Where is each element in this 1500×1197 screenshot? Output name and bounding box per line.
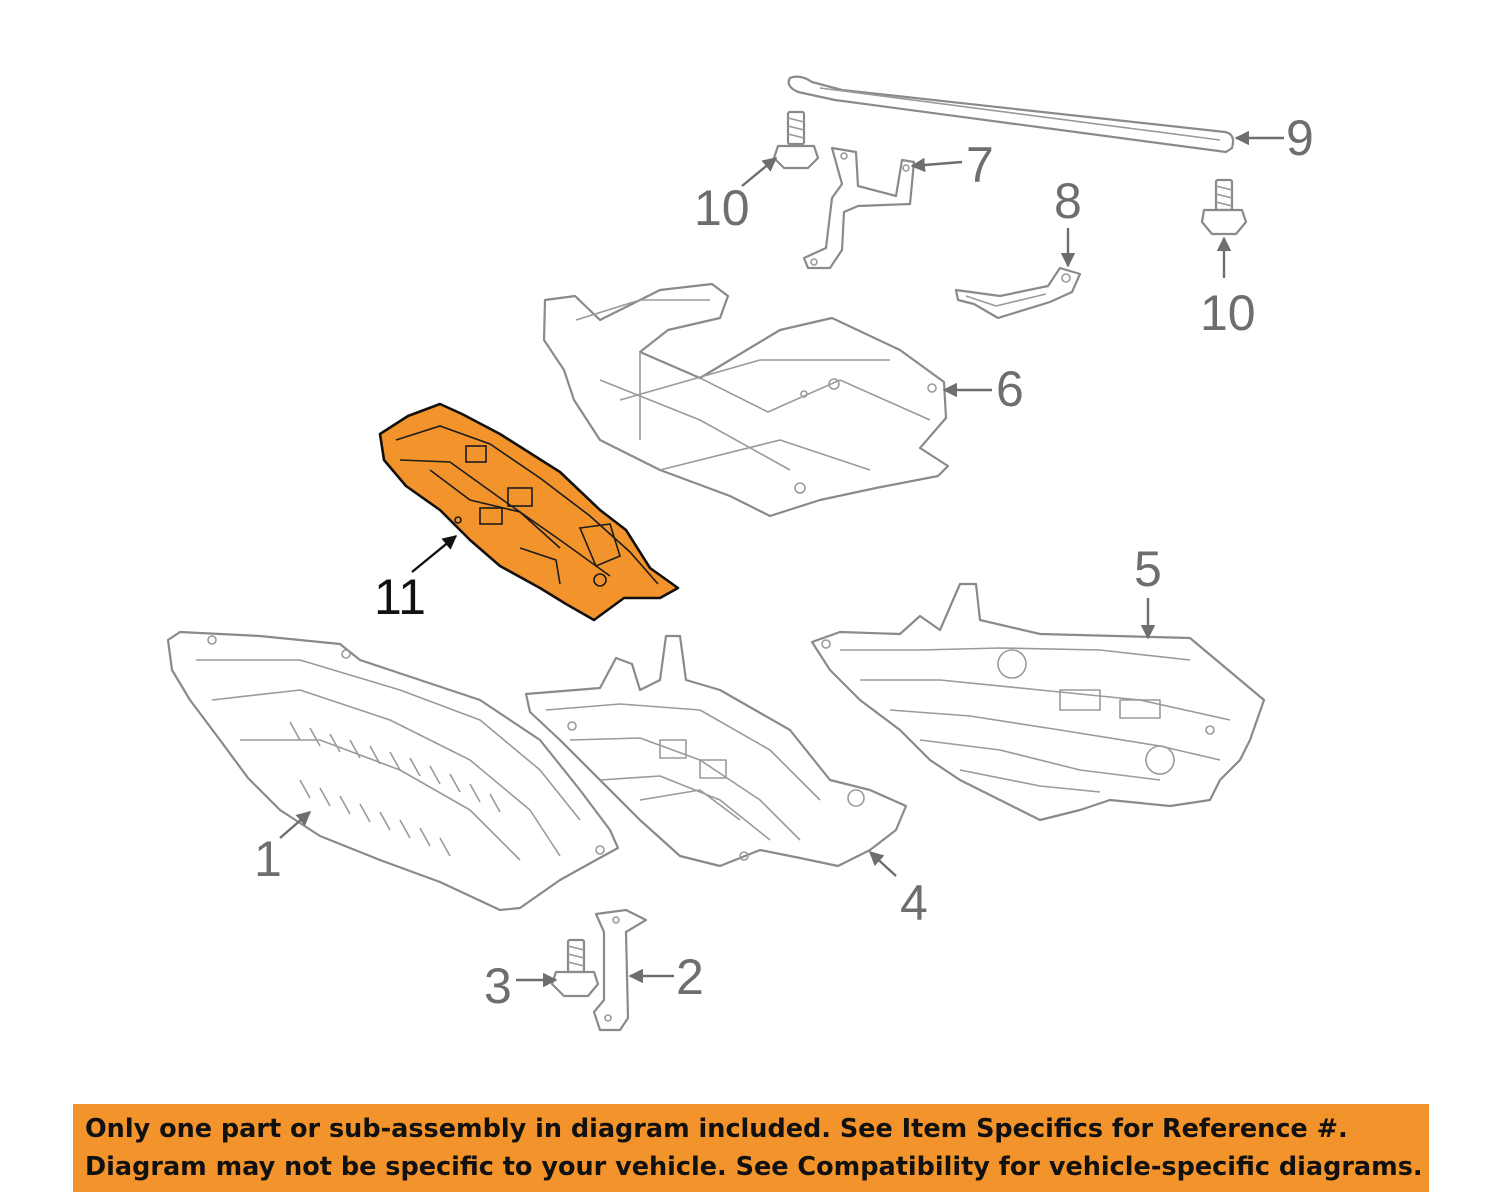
callout-2: 2 bbox=[676, 949, 704, 1005]
callout-1: 1 bbox=[254, 831, 282, 887]
callout-6: 6 bbox=[996, 361, 1024, 417]
part-3-bolt bbox=[550, 938, 600, 998]
part-7-bracket bbox=[802, 146, 916, 270]
disclaimer-line-2: Diagram may not be specific to your vehi… bbox=[85, 1152, 1423, 1182]
part-9-cross-brace bbox=[787, 75, 1235, 154]
part-2-bracket bbox=[592, 908, 648, 1032]
callout-8: 8 bbox=[1054, 173, 1082, 229]
disclaimer-line-1: Only one part or sub-assembly in diagram… bbox=[85, 1114, 1348, 1144]
part-10-bolt-right bbox=[1200, 178, 1248, 236]
callout-11: 11 bbox=[374, 569, 426, 625]
exploded-parts-diagram: 9 7 10 8 10 6 5 11 1 4 2 3 bbox=[166, 75, 1314, 1032]
part-10-bolt-left bbox=[772, 110, 820, 170]
leader-lines bbox=[279, 130, 1284, 988]
callout-7: 7 bbox=[966, 137, 994, 193]
callout-numbers: 9 7 10 8 10 6 5 11 1 4 2 3 bbox=[254, 110, 1314, 1014]
part-5-rear-shield bbox=[810, 582, 1266, 822]
part-6-engine-shield bbox=[542, 282, 950, 518]
callout-5: 5 bbox=[1134, 541, 1162, 597]
callout-4: 4 bbox=[900, 875, 928, 931]
callout-10-left: 10 bbox=[694, 180, 750, 236]
part-11-highlighted-shield bbox=[378, 402, 680, 622]
callout-9: 9 bbox=[1286, 110, 1314, 166]
part-8-bracket bbox=[954, 266, 1082, 320]
part-4-center-shield bbox=[524, 634, 908, 868]
part-1-front-splash-shield bbox=[166, 630, 620, 912]
disclaimer-banner: Only one part or sub-assembly in diagram… bbox=[73, 1104, 1429, 1192]
callout-10-right: 10 bbox=[1200, 285, 1256, 341]
callout-3: 3 bbox=[484, 958, 512, 1014]
